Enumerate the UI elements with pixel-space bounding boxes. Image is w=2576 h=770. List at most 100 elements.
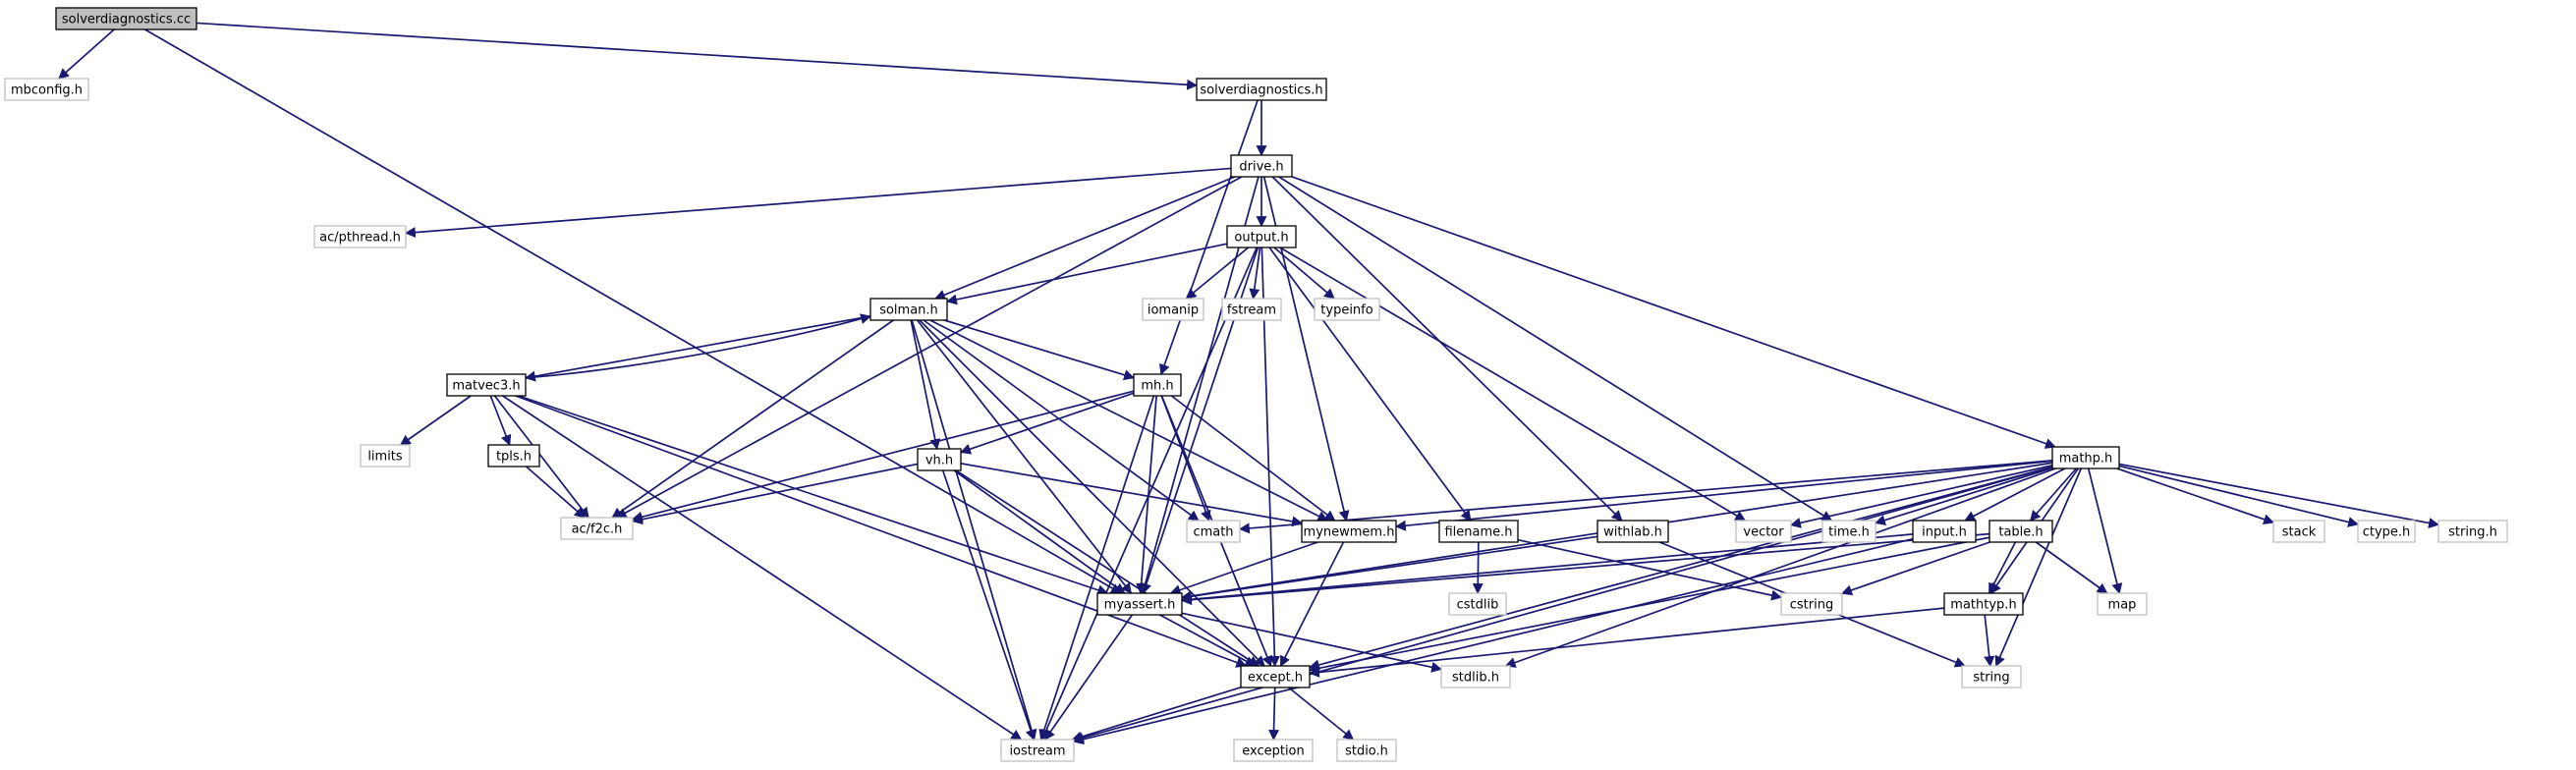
node-solman-h[interactable]: solman.h xyxy=(869,298,948,321)
node-label: drive.h xyxy=(1239,160,1283,175)
edge-output_h-to-filename_h xyxy=(1268,247,1472,522)
node-box xyxy=(446,373,527,397)
edge-line xyxy=(945,243,1228,305)
edge-line xyxy=(955,469,1260,667)
node-except-h[interactable]: except.h xyxy=(1240,665,1311,688)
edge-line xyxy=(2116,468,2275,524)
edge-input_h-to-iostream xyxy=(1072,537,1914,745)
node-box xyxy=(1336,739,1397,762)
node-label: matvec3.h xyxy=(452,379,520,394)
node-limits: limits xyxy=(360,444,411,468)
edge-line xyxy=(1271,176,1623,522)
node-label: mynewmem.h xyxy=(1304,525,1395,540)
node-matvec3-h[interactable]: matvec3.h xyxy=(446,373,527,397)
node-box xyxy=(2437,520,2508,543)
node-box xyxy=(1096,592,1183,616)
node-filename-h[interactable]: filename.h xyxy=(1438,520,1519,543)
edge-line xyxy=(1472,541,1484,595)
edge-matvec3_h-to-limits xyxy=(399,395,472,446)
edge-line xyxy=(524,315,871,382)
edge-solman_h-to-ac_f2c_h xyxy=(611,319,894,519)
node-label: ctype.h xyxy=(2363,525,2411,540)
edge-mathp_h-to-except_h xyxy=(1308,466,2053,671)
node-input-h[interactable]: input.h xyxy=(1912,520,1977,543)
node-label: tpls.h xyxy=(496,450,532,465)
edge-line xyxy=(2035,541,2108,594)
node-box xyxy=(1142,298,1204,321)
edge-mynewmem_h-to-myassert_h xyxy=(1169,541,1318,595)
node-mbconfig-h: mbconfig.h xyxy=(4,78,89,101)
node-myassert-h[interactable]: myassert.h xyxy=(1096,592,1183,616)
node-box xyxy=(1735,520,1792,543)
edge-filename_h-to-cstdlib xyxy=(1472,541,1484,595)
edge-matvec3_h-to-ac_f2c_h xyxy=(493,395,589,519)
node-label: string.h xyxy=(2448,525,2497,540)
edge-matvec3_h-to-myassert_h xyxy=(518,395,1109,596)
edge-line xyxy=(526,466,586,519)
edge-line xyxy=(518,395,1109,596)
edge-mathp_h-to-string xyxy=(1994,468,2083,668)
node-box xyxy=(1448,592,1507,616)
node-box xyxy=(2097,592,2148,616)
edge-solverdiagnostics_cc-to-myassert_h xyxy=(144,28,1122,594)
edge-line xyxy=(953,469,1126,594)
node-box xyxy=(1226,225,1297,248)
edge-line xyxy=(934,176,1236,301)
edge-input_h-to-myassert_h xyxy=(1180,533,1914,605)
node-output-h[interactable]: output.h xyxy=(1226,225,1297,248)
edge-solman_h-to-cmath xyxy=(923,319,1200,522)
node-box xyxy=(1301,520,1397,543)
edge-line xyxy=(2118,463,2440,528)
node-box xyxy=(2357,520,2416,543)
node-solverdiagnostics-cc[interactable]: solverdiagnostics.cc xyxy=(55,7,197,30)
node-mathp-h[interactable]: mathp.h xyxy=(2051,446,2120,469)
edge-output_h-to-myassert_h xyxy=(1141,247,1260,595)
node-vh-h[interactable]: vh.h xyxy=(917,448,962,471)
edge-mh_h-to-ac_f2c_h xyxy=(631,390,1135,522)
edge-line xyxy=(1238,460,2053,534)
edge-mh_h-to-vh_h xyxy=(959,392,1135,455)
node-withlab-h[interactable]: withlab.h xyxy=(1596,520,1669,543)
node-mathtyp-h[interactable]: mathtyp.h xyxy=(1943,592,2024,616)
edge-filename_h-to-cstring xyxy=(1517,538,1783,601)
node-box xyxy=(1596,520,1669,543)
node-label: stack xyxy=(2282,525,2317,540)
edge-line xyxy=(1040,247,1258,742)
node-box xyxy=(1133,373,1182,397)
node-box xyxy=(869,298,948,321)
edge-matvec3_h-to-iostream xyxy=(502,395,1023,741)
node-solverdiagnostics-h[interactable]: solverdiagnostics.h xyxy=(1196,78,1327,101)
node-map: map xyxy=(2097,592,2148,616)
node-mh-h[interactable]: mh.h xyxy=(1133,373,1182,397)
node-mynewmem-h[interactable]: mynewmem.h xyxy=(1301,520,1397,543)
node-table-h[interactable]: table.h xyxy=(1988,520,2053,543)
edge-line xyxy=(910,319,941,451)
edge-line xyxy=(493,395,589,519)
node-drive-h[interactable]: drive.h xyxy=(1230,154,1293,178)
edge-matvec3_h-to-solman_h xyxy=(525,313,872,379)
node-typeinfo: typeinfo xyxy=(1314,298,1380,321)
edge-mh_h-to-myassert_h xyxy=(1136,395,1157,595)
node-label: cmath xyxy=(1193,525,1233,540)
edge-line xyxy=(1504,468,2056,668)
edge-mathp_h-to-table_h xyxy=(2029,468,2077,522)
node-box xyxy=(1961,665,2022,688)
node-label: iomanip xyxy=(1148,303,1199,318)
edge-output_h-to-iostream xyxy=(1040,247,1258,742)
edge-mathp_h-to-stack xyxy=(2116,468,2275,524)
node-ac-pthread-h: ac/pthread.h xyxy=(313,225,407,248)
node-cstdlib: cstdlib xyxy=(1448,592,1507,616)
node-label: cstring xyxy=(1790,598,1833,613)
node-tpls-h[interactable]: tpls.h xyxy=(487,444,540,468)
node-box xyxy=(1440,665,1511,688)
node-exception: exception xyxy=(1233,739,1314,762)
edge-line xyxy=(631,390,1135,522)
node-label: time.h xyxy=(1828,525,1870,540)
node-iostream: iostream xyxy=(1000,739,1075,762)
node-box xyxy=(487,444,540,468)
node-box xyxy=(4,78,89,101)
edge-drive_h-to-mathp_h xyxy=(1291,176,2056,449)
edge-solman_h-to-iostream xyxy=(911,319,1037,742)
node-label: ac/pthread.h xyxy=(319,231,401,246)
edge-line xyxy=(919,319,1265,667)
